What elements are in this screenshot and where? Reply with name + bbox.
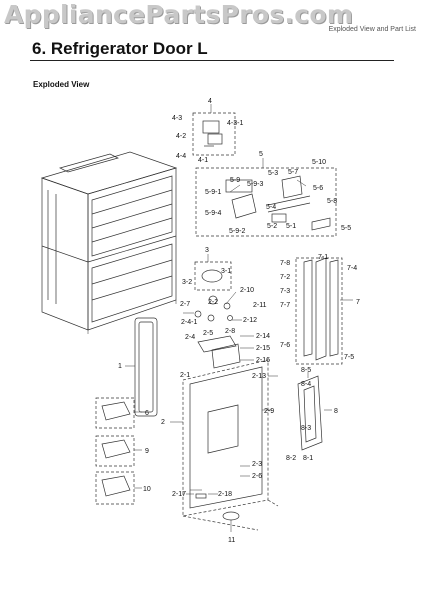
section-subtitle: Exploded View: [33, 80, 90, 89]
refrigerator-cabinet-drawing: [40, 151, 178, 334]
part-group-3: [194, 254, 232, 291]
label-7-6: 7-6: [280, 342, 290, 349]
label-7: 7: [356, 299, 360, 306]
label-5-1: 5-1: [286, 223, 296, 230]
label-7-3: 7-3: [280, 288, 290, 295]
label-2-12: 2-12: [243, 317, 257, 324]
label-2-15: 2-15: [256, 345, 270, 352]
label-7-7: 7-7: [280, 302, 290, 309]
label-5-10: 5-10: [312, 159, 326, 166]
label-3-2: 3-2: [182, 279, 192, 286]
label-6: 6: [145, 410, 149, 417]
watermark-logo: AppliancePartsPros.com: [4, 0, 354, 29]
label-5-9: 5-9: [230, 177, 240, 184]
part-group-8: [297, 372, 332, 451]
part-group-7: [295, 257, 353, 365]
label-8-1: 8-1: [303, 455, 313, 462]
label-2-8: 2-8: [225, 328, 235, 335]
label-2-4-1: 2-4-1: [181, 319, 197, 326]
label-2-11: 2-11: [253, 302, 267, 309]
part-6-door-bin: [95, 397, 142, 429]
label-7-8: 7-8: [280, 260, 290, 267]
label-8: 8: [334, 408, 338, 415]
label-8-5: 8-5: [301, 367, 311, 374]
label-5-8: 5-8: [327, 198, 337, 205]
label-3-1: 3-1: [221, 268, 231, 275]
label-9: 9: [145, 448, 149, 455]
label-5: 5: [259, 151, 263, 158]
bottom-hinge-parts: [186, 465, 250, 532]
label-2-9: 2-9: [264, 408, 274, 415]
label-4-3-1: 4-3-1: [227, 120, 243, 127]
label-2-17: 2-17: [172, 491, 186, 498]
label-4-3: 4-3: [172, 115, 182, 122]
label-2-5: 2-5: [203, 330, 213, 337]
label-10: 10: [143, 486, 151, 493]
label-2-18: 2-18: [218, 491, 232, 498]
title-divider: [30, 60, 394, 61]
label-11: 11: [228, 537, 235, 544]
label-2-4: 2-4: [185, 334, 195, 341]
label-5-5: 5-5: [341, 225, 351, 232]
part-group-5: [195, 158, 337, 237]
label-2: 2: [161, 419, 165, 426]
part-9-door-bin: [95, 435, 142, 467]
fastener-parts: [183, 291, 254, 369]
label-5-3: 5-3: [268, 170, 278, 177]
label-5-2: 5-2: [267, 223, 277, 230]
label-2-3: 2-3: [252, 461, 262, 468]
label-4-2: 4-2: [176, 133, 186, 140]
label-2-14: 2-14: [256, 333, 270, 340]
part-group-4: [192, 104, 236, 156]
label-8-2: 8-2: [286, 455, 296, 462]
label-8-3: 8-3: [301, 425, 311, 432]
page-title: 6. Refrigerator Door L: [32, 39, 208, 58]
label-2-2: 2-2: [208, 299, 218, 306]
label-5-9-1: 5-9-1: [205, 189, 221, 196]
label-1: 1: [118, 363, 122, 370]
part-10-door-bin: [95, 471, 142, 505]
header-section-label: Exploded View and Part List: [328, 26, 416, 33]
label-7-5: 7-5: [344, 354, 354, 361]
label-4-1: 4-1: [198, 157, 208, 164]
part-1-gasket: [125, 317, 158, 417]
label-3: 3: [205, 247, 209, 254]
label-5-4: 5-4: [266, 204, 276, 211]
label-4-4: 4-4: [176, 153, 186, 160]
label-5-7: 5-7: [288, 169, 298, 176]
label-7-1: 7-1: [318, 254, 328, 261]
label-5-9-4: 5-9-4: [205, 210, 221, 217]
label-7-4: 7-4: [347, 265, 357, 272]
label-4: 4: [208, 98, 212, 105]
label-8-4: 8-4: [301, 381, 311, 388]
label-2-10: 2-10: [240, 287, 254, 294]
label-5-6: 5-6: [313, 185, 323, 192]
label-2-1: 2-1: [180, 372, 190, 379]
label-2-7: 2-7: [180, 301, 190, 308]
label-2-6: 2-6: [252, 473, 262, 480]
label-2-13: 2-13: [252, 373, 266, 380]
label-5-9-3: 5-9-3: [247, 181, 263, 188]
label-2-16: 2-16: [256, 357, 270, 364]
part-2-door-body: [170, 359, 279, 531]
label-5-9-2: 5-9-2: [229, 228, 245, 235]
label-7-2: 7-2: [280, 274, 290, 281]
